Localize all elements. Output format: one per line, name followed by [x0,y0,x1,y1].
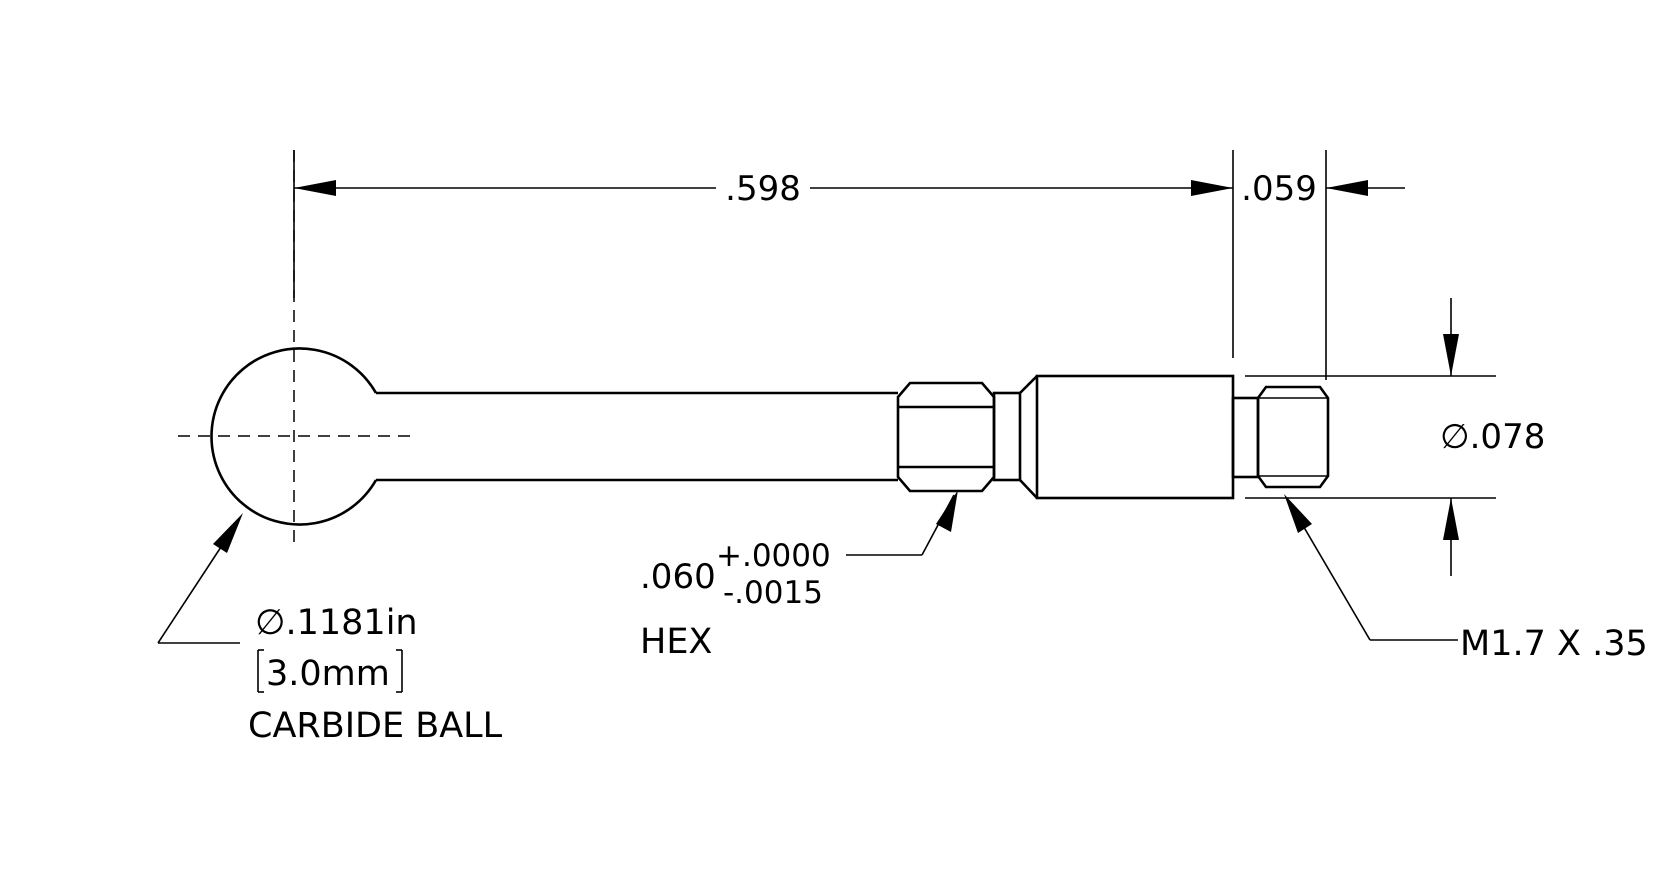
arrow-head-thread-end [1326,180,1368,196]
thread-relief [1231,396,1260,479]
dimension-overall-length: .598 [293,150,1234,358]
hex-label: HEX [640,622,712,662]
carbide-ball [210,347,378,526]
hex-section [896,381,996,493]
dimension-thread-length: .059 [1241,150,1405,380]
diameter-symbol-ball: ∅ [255,603,286,643]
overall-length-value: .598 [725,169,801,209]
ball-diameter-inch: ∅.1181in [255,603,418,643]
hex-nominal-value: .060 [640,557,716,597]
stylus-part-outline [210,347,1330,526]
arrow-head-right [1191,180,1233,196]
thread-leader-arrow [1284,494,1312,533]
ball-callout: ∅.1181in 3.0mm CARBIDE BALL [157,513,503,746]
ball-description: CARBIDE BALL [248,706,503,746]
ball-leader-arrow [213,513,243,553]
thread-length-value: .059 [1241,169,1317,209]
thread-diameter-value: .078 [1470,417,1546,457]
arrow-head-up [1443,498,1459,540]
ball-diameter-metric: 3.0mm [266,654,390,694]
threaded-end [1256,385,1330,489]
arrow-head-down [1443,334,1459,376]
thread-callout: M1.7 X .35 [1284,494,1648,664]
diameter-symbol: ∅ [1440,417,1470,457]
neck-section [992,391,1022,482]
hex-lower-tolerance: -.0015 [723,575,823,611]
hex-callout: .060 +.0000 -.0015 HEX [640,490,958,662]
dimension-thread-diameter: ∅.078 [1245,298,1545,576]
taper-section [1019,375,1038,499]
arrow-head-left [294,180,336,196]
thread-diameter-label: ∅.078 [1440,417,1545,457]
hex-upper-tolerance: +.0000 [716,538,831,574]
body-section [1035,374,1235,500]
hex-leader-arrow [936,490,958,532]
thread-spec: M1.7 X .35 [1460,624,1648,664]
